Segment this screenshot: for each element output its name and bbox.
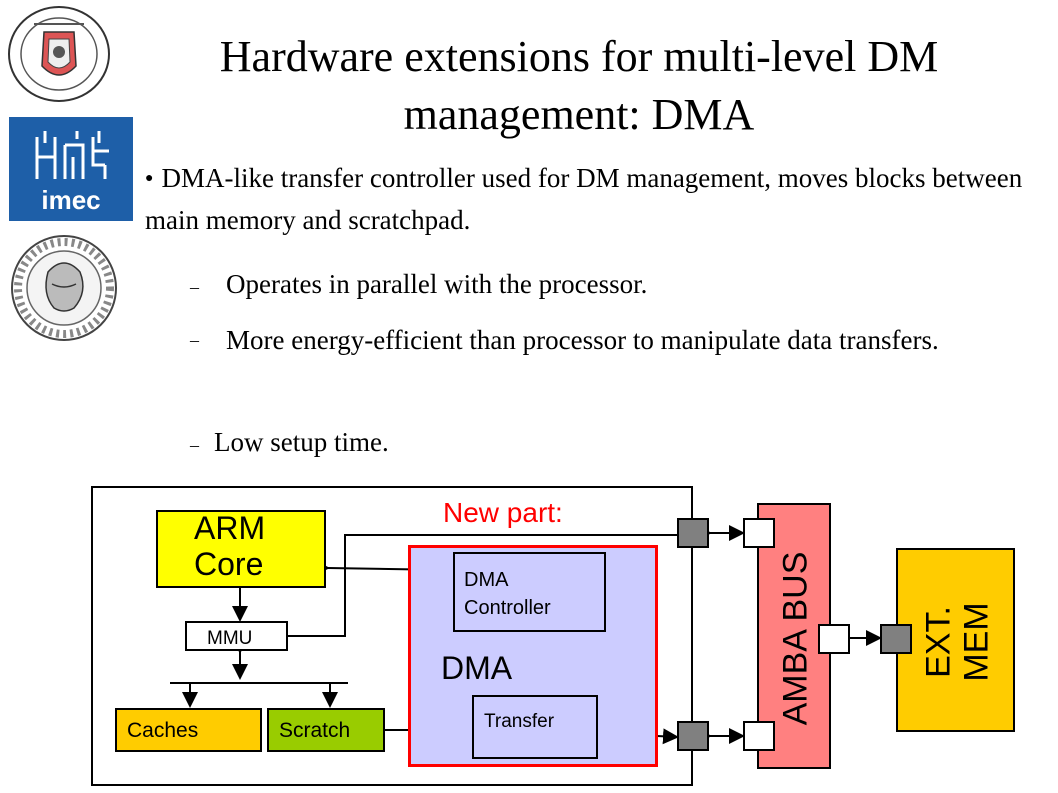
- transfer-box: Transfer: [472, 695, 598, 759]
- scratch-box: Scratch: [267, 708, 385, 752]
- sub-bullet-1-text: Operates in parallel with the processor.: [226, 269, 648, 299]
- main-bullet-text: DMA-like transfer controller used for DM…: [145, 163, 1023, 235]
- caches-box: Caches: [115, 708, 262, 752]
- imec-logo: imec: [9, 117, 133, 221]
- sub-bullet-3: –Low setup time.: [190, 424, 990, 464]
- soc-port-top: [677, 518, 709, 548]
- transfer-label: Transfer: [484, 711, 555, 732]
- imec-logo-text: imec: [41, 185, 100, 215]
- ext-mem-box: EXT. MEM: [896, 548, 1015, 732]
- arm-core-box: ARM Core: [156, 510, 326, 588]
- arm-core-label: ARM Core: [194, 510, 266, 582]
- mmu-box: MMU: [185, 621, 288, 651]
- dash-icon: –: [190, 330, 199, 350]
- dma-label: DMA: [441, 650, 513, 686]
- amba-port-bottom: [743, 721, 775, 751]
- bullet-dot-icon: ●: [145, 171, 154, 186]
- sub-bullet-2-text: More energy-efficient than processor to …: [226, 325, 939, 355]
- soc-outline: [91, 486, 693, 786]
- university-seal-logo: [4, 4, 114, 104]
- caches-label: Caches: [127, 719, 199, 742]
- title-line-1: Hardware extensions for multi-level DM: [219, 32, 939, 81]
- scratch-label: Scratch: [279, 719, 351, 742]
- new-part-label: New part:: [443, 497, 563, 528]
- sub-bullet-2: – More energy-efficient than processor t…: [190, 322, 1000, 359]
- amba-port-right: [818, 624, 850, 654]
- ext-mem-text: EXT. MEM: [919, 602, 996, 682]
- main-bullet: ●DMA-like transfer controller used for D…: [145, 160, 1025, 239]
- mmu-port-link: [288, 534, 677, 637]
- ext-mem-label: EXT. MEM: [898, 550, 1017, 734]
- title-line-2: management: DMA: [403, 90, 755, 139]
- dash-icon: –: [190, 277, 199, 297]
- sub-bullet-1: – Operates in parallel with the processor…: [190, 266, 990, 306]
- dma-controller-label: DMA Controller: [464, 569, 551, 619]
- sub-bullet-3-text: Low setup time.: [214, 427, 389, 457]
- dma-controller-box: DMA Controller: [453, 552, 606, 632]
- amba-bus-text: AMBA BUS: [776, 551, 815, 725]
- dash-icon: –: [190, 435, 199, 455]
- greek-university-seal-logo: [8, 232, 120, 344]
- page-title: Hardware extensions for multi-level DM m…: [100, 28, 1058, 144]
- amba-port-top: [743, 518, 775, 548]
- mmu-label: MMU: [207, 628, 253, 649]
- ext-mem-port: [880, 624, 912, 654]
- soc-port-bottom: [677, 721, 709, 751]
